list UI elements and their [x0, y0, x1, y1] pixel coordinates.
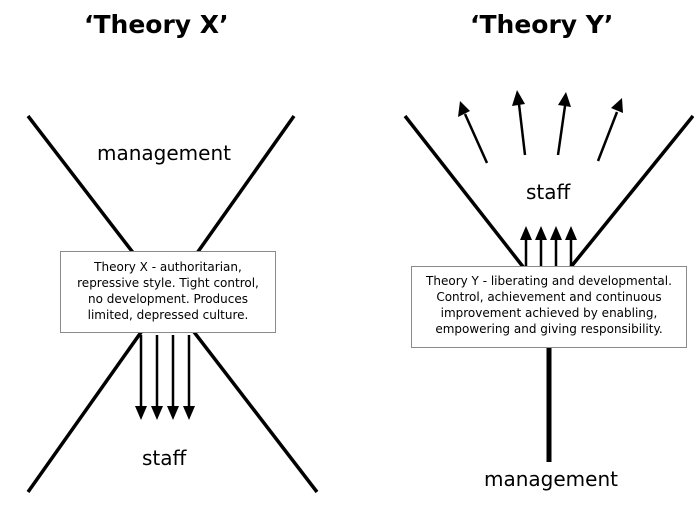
theory-x-top-label: management — [97, 141, 231, 165]
theory-x-title: ‘Theory X’ — [84, 10, 229, 39]
y-diverging-arrow-4 — [596, 111, 619, 162]
y-diverging-arrow-3 — [556, 105, 567, 156]
x-down-arrows — [135, 335, 195, 420]
theory-y-bottom-label: management — [484, 467, 618, 491]
y-diverging-arrows — [458, 90, 623, 164]
y-diverging-arrow-1 — [463, 113, 489, 164]
y-up-arrows-small — [520, 226, 577, 266]
theory-y-top-label: staff — [526, 180, 571, 204]
theory-y-title: ‘Theory Y’ — [470, 10, 614, 39]
theory-x-bottom-label: staff — [142, 446, 187, 470]
y-diverging-arrow-2 — [517, 103, 527, 156]
theory-x-description-box: Theory X - authoritarian, repressive sty… — [60, 251, 276, 333]
theory-x-description: Theory X - authoritarian, repressive sty… — [77, 260, 259, 322]
theory-y-description: Theory Y - liberating and developmental.… — [426, 274, 672, 336]
y-funnel-line-left — [403, 114, 526, 270]
y-funnel-line-right — [568, 114, 694, 270]
theory-y-description-box: Theory Y - liberating and developmental.… — [411, 266, 687, 348]
